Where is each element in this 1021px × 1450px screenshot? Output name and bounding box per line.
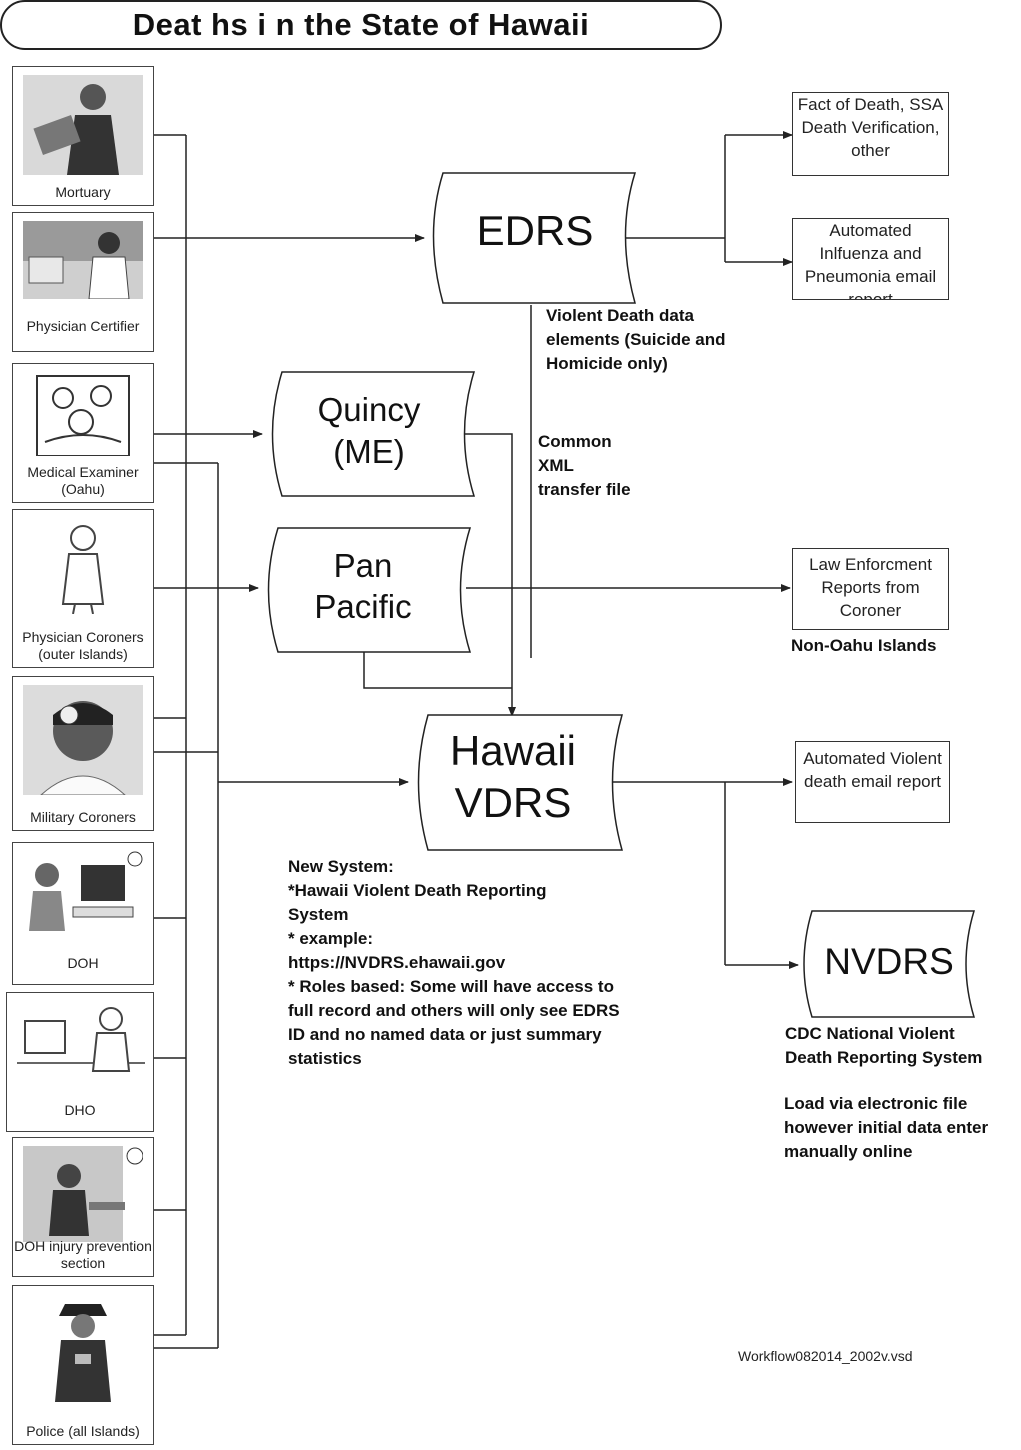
new-system-note: New System: *Hawaii Violent Death Report… [288, 857, 620, 1068]
person-laptop-icon [23, 75, 143, 175]
medical-team-icon [36, 375, 130, 456]
pan-pacific-label-2: Pacific [314, 588, 412, 625]
actor-label: Mortuary [55, 184, 111, 200]
edrs-shape [432, 172, 637, 304]
office-worker-icon [17, 1007, 145, 1072]
nvdrs-shape [803, 910, 976, 1018]
actor-label: DOH injury prevention section [14, 1238, 152, 1271]
vdrs-label-1: Hawaii [449, 727, 577, 774]
vdrs-label-2: VDRS [454, 779, 572, 826]
actor-dho: DHO [6, 992, 154, 1132]
actor-label: DOH [67, 955, 99, 971]
diagram-title: Deat hs i n the State of Hawaii [132, 7, 590, 42]
actor-police: Police (all Islands) [12, 1285, 154, 1445]
quincy-label-2: (ME) [333, 433, 405, 470]
flu-report-box: Automated Inlfuenza and Pneumonia email … [792, 218, 949, 300]
file-name-footer: Workflow082014_2002v.vsd [738, 1348, 913, 1364]
actor-doh-injury-prevention: DOH injury prevention section [12, 1137, 154, 1277]
actor-military-coroners: Military Coroners [12, 676, 154, 831]
load-note: Load via electronic file however initial… [784, 1094, 989, 1161]
physician-icon [61, 525, 105, 614]
edrs-label: EDRS [476, 207, 594, 254]
actor-label: Physician Coroners (outer Islands) [22, 629, 144, 662]
person-computer-icon [23, 221, 143, 299]
cdc-note: CDC National Violent Death Reporting Sys… [785, 1024, 983, 1067]
police-officer-icon [55, 1304, 111, 1402]
xml-transfer-note: Common XML transfer file [538, 432, 631, 499]
nvdrs-label: NVDRS [824, 941, 954, 982]
actor-label: Military Coroners [30, 809, 136, 825]
actor-label: Police (all Islands) [26, 1423, 140, 1439]
violent-elements-note: Violent Death data elements (Suicide and… [546, 306, 726, 373]
pan-pacific-shape [267, 527, 472, 653]
violent-death-report-box: Automated Violent death email report [795, 741, 950, 823]
actor-label: DHO [64, 1102, 96, 1118]
diagram-title-banner: Deat hs i n the State of Hawaii [0, 0, 722, 50]
actor-mortuary: Mortuary [12, 66, 154, 206]
actor-physician-coroners: Physician Coroners (outer Islands) [12, 509, 154, 668]
doctor-headmirror-icon [23, 685, 143, 795]
quincy-shape [271, 371, 476, 497]
actor-doh: DOH [12, 842, 154, 985]
vdrs-shape [417, 714, 623, 851]
quincy-label-1: Quincy [317, 391, 421, 428]
actor-label: Physician Certifier [26, 318, 140, 334]
pan-pacific-label-1: Pan [333, 547, 393, 584]
actor-physician-certifier: Physician Certifier [12, 212, 154, 352]
non-oahu-note: Non-Oahu Islands [791, 636, 937, 655]
office-desk-icon [23, 1146, 143, 1242]
actor-label: Medical Examiner (Oahu) [27, 464, 139, 497]
actor-medical-examiner: Medical Examiner (Oahu) [12, 363, 154, 503]
law-enforcement-box: Law Enforcment Reports from Coroner [792, 548, 949, 630]
fact-of-death-box: Fact of Death, SSA Death Verification, o… [792, 92, 949, 176]
person-at-computer-icon [29, 851, 143, 931]
